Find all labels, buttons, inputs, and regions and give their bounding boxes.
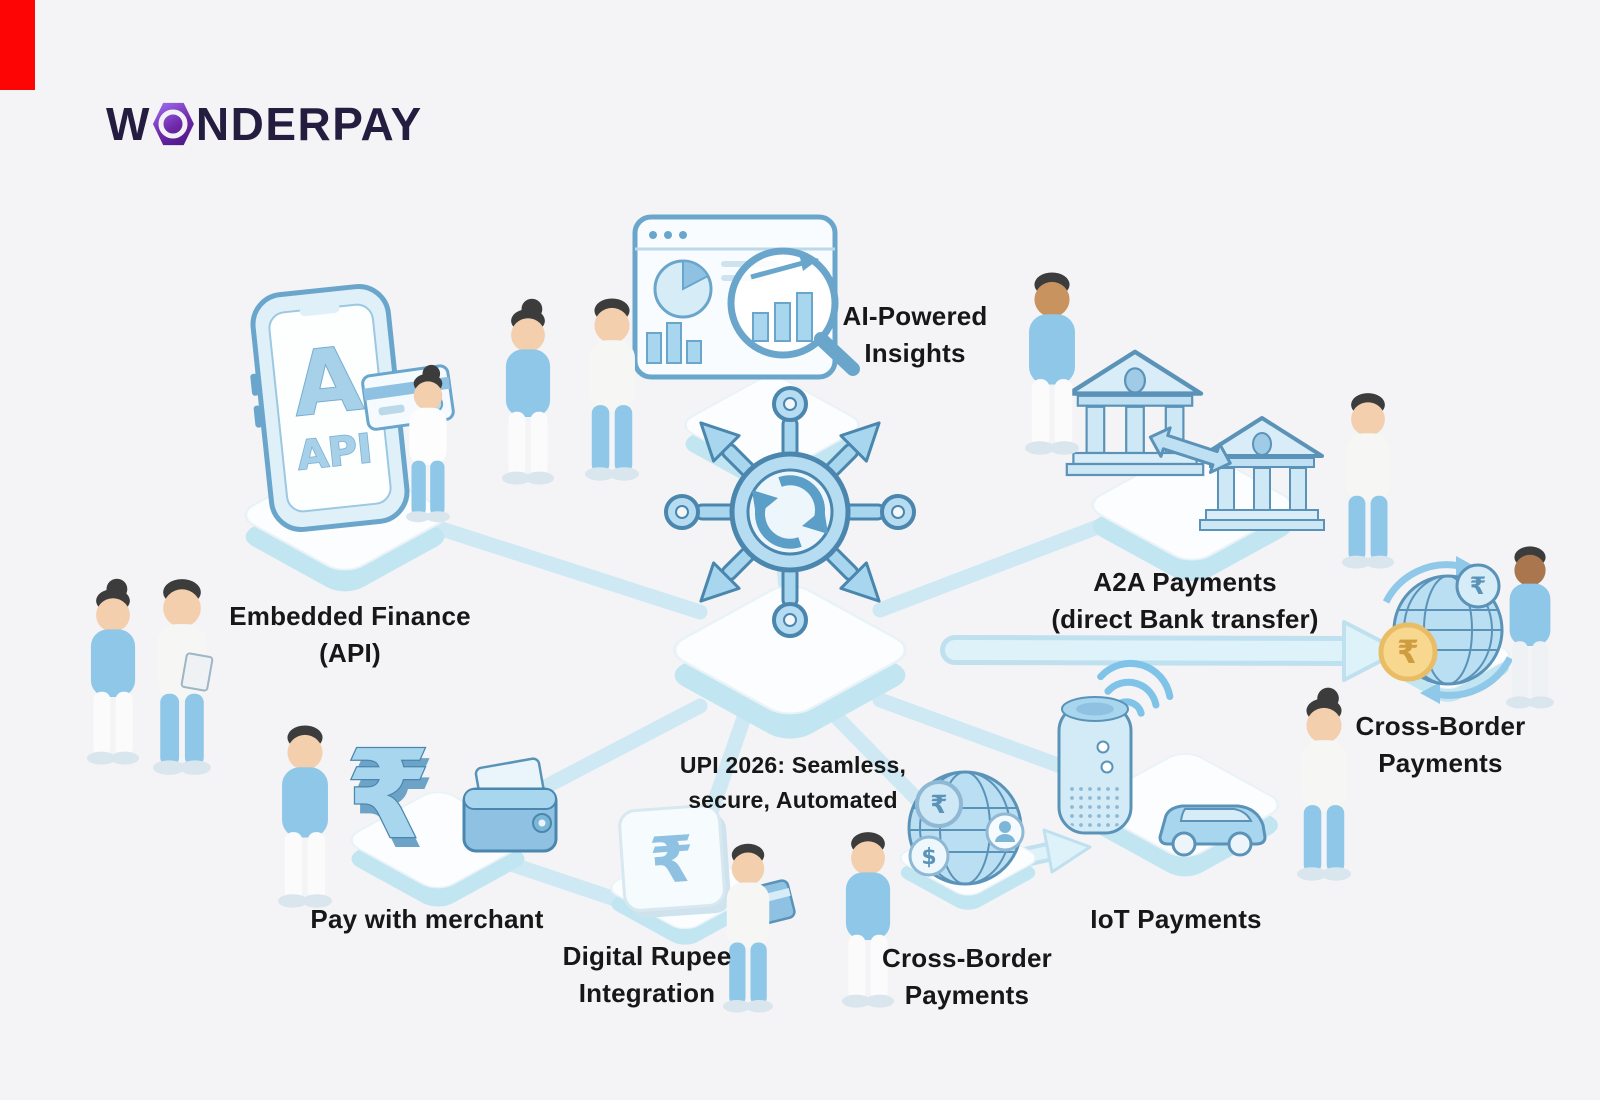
logo-text-pay: PAY [332,98,423,150]
transfer-arrow-icon [1148,426,1232,474]
label-line: Embedded Finance [229,601,471,631]
bank-right-icon [1198,416,1326,532]
person-banks-left-man [1025,272,1079,455]
label-line: AI-Powered [842,301,988,331]
bank-transfer-icon [1067,352,1326,532]
red-corner-mark [0,0,35,90]
rupee-3d-shadow-glyph: ₹ [351,734,436,876]
rupee-3d-glyph: ₹ [346,724,431,866]
connector [497,854,620,906]
small-rupee-coin-icon [1455,563,1501,609]
car-icon [1158,804,1267,857]
rupee-coin-icon [915,780,963,828]
label-line: (direct Bank transfer) [1051,603,1319,634]
wonderpay-logo: W NDER PAY [106,96,422,152]
user-coin-icon [985,812,1025,852]
connector [412,514,708,620]
label-line: A2A Payments [1093,567,1277,597]
smart-speaker-icon [1057,696,1133,835]
rupee-coin-glyph: ₹ [930,790,947,819]
label-line: Payments [904,979,1030,1010]
label-line: Pay with merchant [310,904,544,934]
analytics-dashboard-icon [632,214,860,380]
label-line: Cross-Border [1355,711,1526,741]
label-embedded-finance: Embedded Finance (API) [195,598,505,672]
label-line: Integration [578,977,716,1008]
sync-arrows-icon [752,475,828,549]
arrow-to-cross-border-right [940,620,1402,682]
label-line: Payments [1378,747,1503,778]
label-ai-insights: AI-Powered Insights [805,298,1025,372]
small-coin-rupee-glyph: ₹ [1470,572,1487,600]
gold-rupee-coin-icon [1378,622,1438,682]
person-merchant-man [278,725,332,908]
label-cross-border-bottom: Cross-Border Payments [853,940,1081,1014]
person-left-pair-woman [87,579,139,765]
phone-screen-text-api: API [295,426,375,480]
label-line: Insights [864,337,966,368]
logo-ring-icon [158,109,188,139]
globe-rupee-icon: ₹ ₹ [1378,556,1514,704]
rupee-wallet-icon: ₹ ₹ [344,723,558,876]
label-line: Cross-Border [882,943,1052,973]
person-insights-man [585,298,639,481]
label-a2a-payments: A2A Payments (direct Bank transfer) [1022,564,1348,638]
magnifier-icon [727,247,860,376]
phone-screen-letter-a: A [288,327,367,437]
center-title-line: secure, Automated [688,786,898,813]
label-line: Digital Rupee [562,941,732,971]
dollar-coin-icon [908,835,950,877]
label-iot-payments: IoT Payments [1076,901,1276,938]
wallet-icon [462,757,558,853]
tile-rupee-glyph: ₹ [647,823,697,900]
label-line: IoT Payments [1090,904,1262,934]
dollar-coin-glyph: $ [921,845,936,870]
currency-globe-icon: ₹ $ [907,770,1025,886]
payment-hub-icon [664,386,916,638]
clipboard-icon [180,652,214,692]
center-title-line: UPI 2026: Seamless, [679,752,907,778]
label-digital-rupee: Digital Rupee Integration [538,938,756,1012]
label-line: (API) [319,637,381,668]
label-pay-with-merchant: Pay with merchant [283,901,571,938]
digital-rupee-tile-icon: ₹ [618,804,731,918]
logo-text-w: W [106,98,151,150]
logo-text-nder: NDER [195,98,333,150]
center-title: UPI 2026: Seamless, secure, Automated [628,748,958,817]
person-insights-woman [502,299,554,485]
person-globe-right-man [1506,546,1554,709]
gold-coin-rupee-glyph: ₹ [1397,633,1419,671]
smartphone-api-icon: A API [250,284,410,532]
smart-speaker-car-icon [1057,659,1267,857]
label-cross-border-right: Cross-Border Payments [1338,708,1543,782]
person-banks-right-man [1342,393,1394,569]
